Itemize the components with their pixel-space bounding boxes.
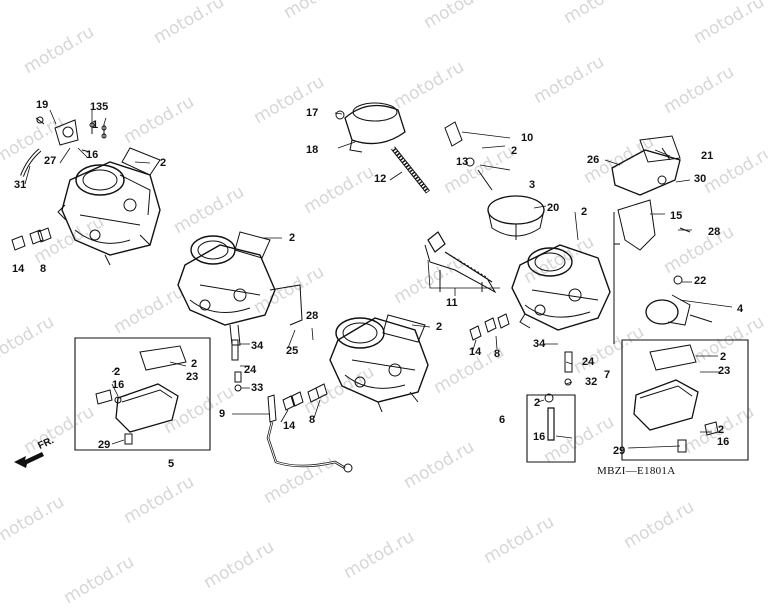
carburetor-body-4	[511, 244, 611, 331]
callout-number: 8	[309, 414, 316, 426]
leader-lines	[24, 109, 733, 449]
callout-number: 1	[92, 119, 99, 131]
callout-number: 2	[534, 397, 541, 409]
callout-number: 7	[604, 369, 611, 381]
callout-number: 6	[499, 414, 506, 426]
top-cover-and-spring	[335, 102, 430, 194]
callout-number: 29	[613, 445, 626, 457]
front-arrow-icon	[14, 452, 44, 468]
callout-number: 14	[469, 346, 482, 358]
carburetor-body-3	[329, 314, 429, 413]
diagram-code: MBZI—E1801A	[597, 465, 676, 477]
jet-needle-set	[424, 231, 497, 294]
callout-number: 19	[36, 99, 49, 111]
callout-number: 23	[718, 365, 731, 377]
callout-number: 30	[694, 173, 707, 185]
callout-number: 35	[96, 101, 109, 113]
callout-number: 17	[306, 107, 319, 119]
carburetor-body-1	[57, 161, 161, 266]
callout-number: 2	[160, 157, 167, 169]
callout-number: 18	[306, 144, 319, 156]
callout-number: 2	[718, 424, 725, 436]
callout-number: 2	[436, 321, 443, 333]
callout-number: 28	[306, 310, 319, 322]
air-cut-valve	[611, 135, 691, 251]
callout-number: 10	[521, 132, 534, 144]
needle-jet-kit	[544, 351, 573, 441]
carburetor-body-2	[177, 231, 303, 346]
callout-number: 20	[547, 202, 560, 214]
callout-number: 16	[112, 379, 125, 391]
callout-number: 29	[98, 439, 111, 451]
callout-number: 11	[446, 297, 458, 309]
callout-number: 32	[585, 376, 598, 388]
callout-number: 15	[670, 210, 683, 222]
callout-number: 24	[244, 364, 257, 376]
callout-number: 3	[529, 179, 536, 191]
callout-number: 4	[737, 303, 744, 315]
callout-number: 33	[251, 382, 264, 394]
callout-number: 9	[219, 408, 226, 420]
callout-number: 21	[701, 150, 714, 162]
carburetor-top-left-small-parts	[11, 116, 161, 251]
callout-number: 23	[186, 371, 199, 383]
callout-number: 34	[251, 340, 264, 352]
callout-number: 8	[40, 263, 47, 275]
callout-number: 2	[289, 232, 296, 244]
callout-number: 24	[582, 356, 595, 368]
callout-number: 16	[717, 436, 730, 448]
callout-number: 34	[533, 338, 546, 350]
callout-number: 2	[581, 206, 588, 218]
callout-number: 14	[12, 263, 25, 275]
callout-number: 1	[90, 101, 97, 113]
callout-number: 2	[191, 358, 198, 370]
float-bowl-kit-right	[633, 344, 719, 453]
callout-number: 27	[44, 155, 57, 167]
callout-number: 2	[114, 366, 121, 378]
callout-number: 16	[533, 431, 546, 443]
callout-number: 16	[86, 149, 99, 161]
callout-number: 14	[283, 420, 296, 432]
callout-number: 28	[708, 226, 721, 238]
callout-number: 31	[14, 179, 27, 191]
spring-kits	[282, 313, 510, 411]
screws-and-cable	[231, 339, 353, 473]
callout-number: 2	[511, 145, 518, 157]
callout-number: 22	[694, 275, 707, 287]
float-bowl-kit-left	[95, 345, 187, 445]
callout-number: 8	[494, 348, 501, 360]
callout-number: 25	[286, 345, 299, 357]
diaphragm-piston	[444, 121, 545, 240]
callout-number: 12	[374, 173, 387, 185]
reference-boxes	[74, 212, 749, 463]
exploded-view-drawing	[11, 102, 749, 473]
callout-number: 13	[456, 156, 469, 168]
callout-number: 2	[720, 351, 727, 363]
callout-number: 5	[168, 458, 175, 470]
callout-number: 26	[587, 154, 600, 166]
throttle-position-sensor	[645, 275, 713, 326]
